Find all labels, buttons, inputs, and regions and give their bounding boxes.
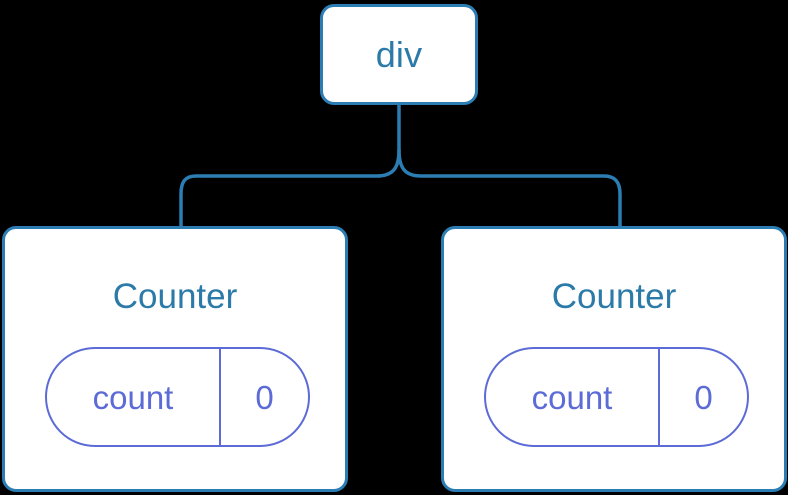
node-counter-0[interactable]: Counter count 0 [2,226,348,492]
state-key-counter-0: count [47,349,221,445]
node-div-label: div [375,33,423,75]
node-counter-0-title: Counter [112,277,238,316]
state-pill-counter-1[interactable]: count 0 [484,347,749,447]
edge-div-to-counter-right [397,148,622,230]
state-value-counter-1: 0 [694,378,713,416]
node-counter-1[interactable]: Counter count 0 [441,226,787,492]
state-key-counter-1: count [486,349,660,445]
state-value-counter-0: 0 [255,378,274,416]
node-counter-1-title: Counter [551,277,677,316]
node-div[interactable]: div [320,4,478,105]
state-pill-counter-0[interactable]: count 0 [45,347,310,447]
edge-div-to-counters [179,103,401,230]
